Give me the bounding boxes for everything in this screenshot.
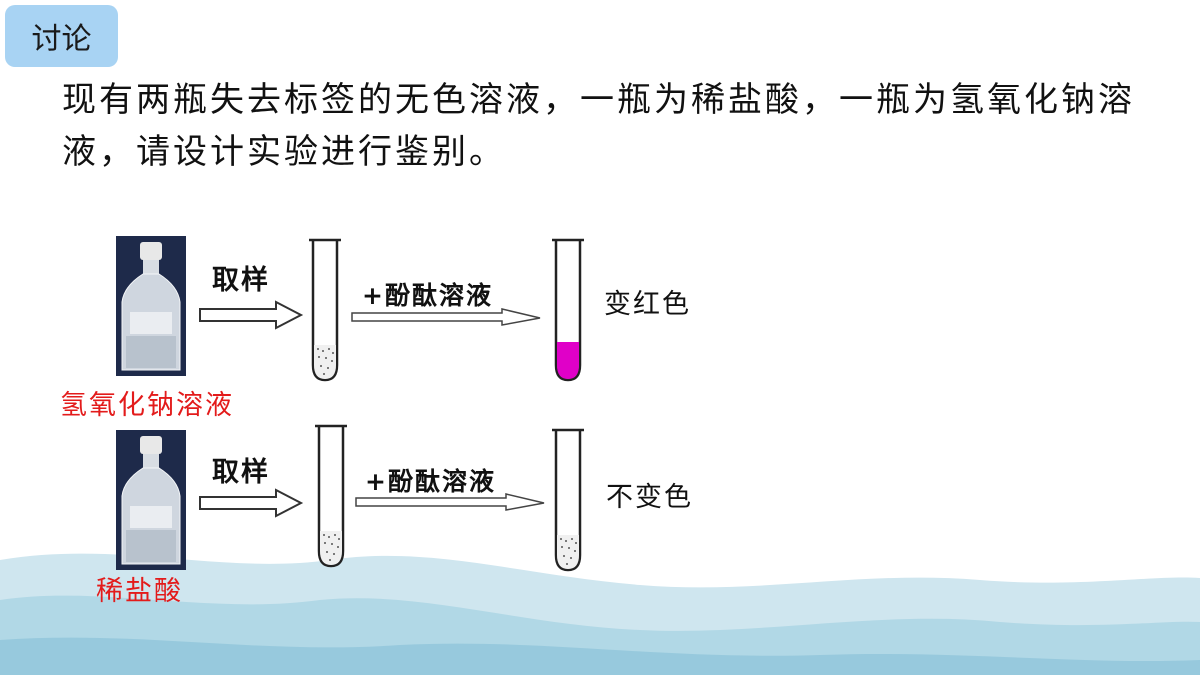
reagent-arrow bbox=[351, 308, 541, 326]
test-tube-sample bbox=[309, 238, 341, 382]
solution-label-2: 稀盐酸 bbox=[96, 576, 183, 607]
question-paragraph: 现有两瓶失去标签的无色溶液，一瓶为稀盐酸，一瓶为氢氧化钠溶液，请设计实验进行鉴别… bbox=[62, 80, 1135, 172]
sample-arrow-2 bbox=[199, 488, 304, 518]
result-label-2: 不变色 bbox=[606, 482, 693, 513]
test-tube-result-2 bbox=[552, 428, 584, 572]
test-tube-sample-2 bbox=[315, 424, 347, 568]
sample-label-2: 取样 bbox=[212, 457, 270, 488]
sample-arrow bbox=[199, 300, 304, 330]
pink-solution bbox=[557, 342, 579, 379]
reagent-arrow-2 bbox=[355, 493, 545, 511]
sample-label: 取样 bbox=[212, 265, 270, 296]
sodium-hydroxide-bottle bbox=[116, 236, 186, 376]
discussion-tag: 讨论 bbox=[5, 5, 118, 67]
test-tube-result bbox=[552, 238, 584, 382]
solution-label: 氢氧化钠溶液 bbox=[60, 390, 234, 421]
hydrochloric-acid-bottle bbox=[116, 430, 186, 570]
reagent-label-2: +酚酞溶液 bbox=[365, 467, 496, 496]
reagent-label: +酚酞溶液 bbox=[362, 281, 493, 310]
result-label: 变红色 bbox=[604, 289, 691, 320]
